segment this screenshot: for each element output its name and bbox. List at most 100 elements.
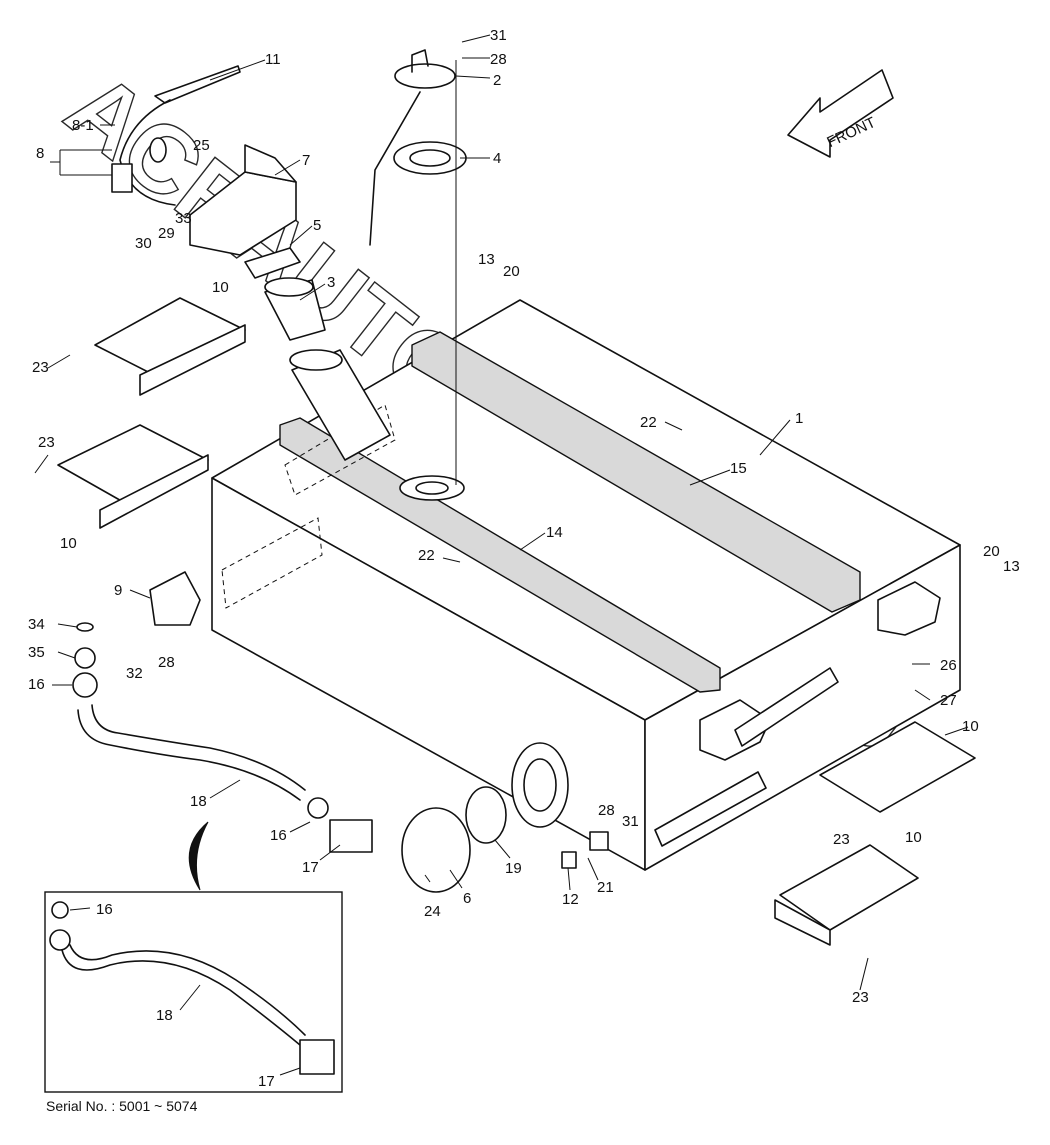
callout-12: 12 (562, 891, 579, 908)
clamp-5 (244, 247, 301, 279)
gasket-4-inner (409, 149, 451, 167)
callout-10a: 10 (212, 279, 229, 296)
callout-9: 9 (114, 582, 122, 599)
step-ladder-lower-right (774, 844, 919, 946)
sender-pipe (411, 49, 429, 73)
callout-5: 5 (313, 217, 321, 234)
callout-28a: 28 (490, 51, 507, 68)
callout-13a: 13 (478, 251, 495, 268)
callout-17b: 17 (258, 1073, 275, 1090)
callout-25: 25 (193, 137, 210, 154)
callout-27: 27 (940, 692, 957, 709)
callout-1: 1 (795, 410, 803, 427)
filler-hose-top (264, 277, 314, 297)
front-arrow: FRONT (787, 69, 894, 158)
callout-16a: 16 (28, 676, 45, 693)
step-10b-bar (99, 454, 209, 529)
callout-16c: 16 (96, 901, 113, 918)
inset-fitting-16 (51, 901, 69, 919)
callout-4: 4 (493, 150, 501, 167)
callout-32: 32 (126, 665, 143, 682)
tag-8 (111, 163, 133, 193)
callout-23c: 23 (833, 831, 850, 848)
callout-8-1: 8-1 (72, 117, 94, 134)
mount-bracket-rear (877, 581, 941, 636)
step-bar-upper (734, 667, 839, 747)
callout-22b: 22 (418, 547, 435, 564)
cleanout-hole (523, 758, 557, 812)
step-10a-bar (139, 324, 246, 396)
callout-18a: 18 (190, 793, 207, 810)
inset-hose-18-edge (69, 944, 306, 1036)
callout-10d: 10 (905, 829, 922, 846)
callout-23b: 23 (38, 434, 55, 451)
fitting-35 (74, 647, 96, 669)
callout-29: 29 (158, 225, 175, 242)
callout-2: 2 (493, 72, 501, 89)
filler-tube-top (289, 349, 343, 371)
callout-6: 6 (463, 890, 471, 907)
step-10d-bar (774, 899, 831, 946)
callout-23a: 23 (32, 359, 49, 376)
housing-flange (244, 144, 297, 183)
plug-12 (561, 851, 577, 869)
callout-34: 34 (28, 616, 45, 633)
inset-fitting-17 (299, 1039, 335, 1075)
callout-31b: 31 (622, 813, 639, 830)
callout-19: 19 (505, 860, 522, 877)
rail-14 (279, 417, 721, 693)
callout-10c: 10 (962, 718, 979, 735)
clamp-16b (307, 797, 329, 819)
callout-13b: 13 (1003, 558, 1020, 575)
hose-18-edge (91, 704, 306, 791)
cover-11 (154, 65, 241, 104)
callout-15: 15 (730, 460, 747, 477)
leaders (34, 34, 969, 1076)
sender-tube (369, 91, 421, 246)
hose-18 (77, 709, 301, 801)
callout-26: 26 (940, 657, 957, 674)
o-ring-34 (76, 622, 94, 632)
step-10c-top (819, 721, 976, 813)
callout-20b: 20 (983, 543, 1000, 560)
callout-35: 35 (28, 644, 45, 661)
callout-labels: 1 2 3 4 5 6 7 8 8-1 9 10 10 10 10 11 12 … (28, 27, 1020, 1090)
callout-28b: 28 (158, 654, 175, 671)
inset-hose-18 (61, 949, 301, 1046)
step-ladder-upper-right (819, 721, 976, 813)
callout-31a: 31 (490, 27, 507, 44)
cover-plate-6 (401, 807, 471, 893)
o-ring-19 (465, 786, 507, 844)
callout-14: 14 (546, 524, 563, 541)
callout-10b: 10 (60, 535, 77, 552)
callout-11: 11 (265, 51, 281, 68)
callout-8: 8 (36, 145, 44, 162)
callout-21: 21 (597, 879, 614, 896)
hidden-bracket-upper (284, 404, 396, 496)
bracket-9 (149, 571, 201, 626)
callout-20a: 20 (503, 263, 520, 280)
inset-pointer (188, 821, 209, 891)
inset-box (44, 891, 343, 1093)
callout-16b: 16 (270, 827, 287, 844)
callout-23d: 23 (852, 989, 869, 1006)
tank-fill-opening-inner (415, 481, 449, 495)
front-arrow-shape (787, 69, 894, 158)
callout-24: 24 (424, 903, 441, 920)
filler-neck (244, 247, 391, 461)
serial-number-note: Serial No. : 5001 ~ 5074 (46, 1098, 198, 1114)
callout-22a: 22 (640, 414, 657, 431)
fuel-sender (369, 49, 467, 485)
callout-3: 3 (327, 274, 335, 291)
clamp-16a (72, 672, 98, 698)
step-ladder-lower-left (57, 424, 209, 529)
callout-7: 7 (302, 152, 310, 169)
callout-17a: 17 (302, 859, 319, 876)
cap-cable (119, 99, 176, 206)
step-10d-top (779, 844, 919, 931)
boss-21 (589, 831, 609, 851)
callout-30: 30 (135, 235, 152, 252)
step-bar-lower (654, 771, 767, 847)
